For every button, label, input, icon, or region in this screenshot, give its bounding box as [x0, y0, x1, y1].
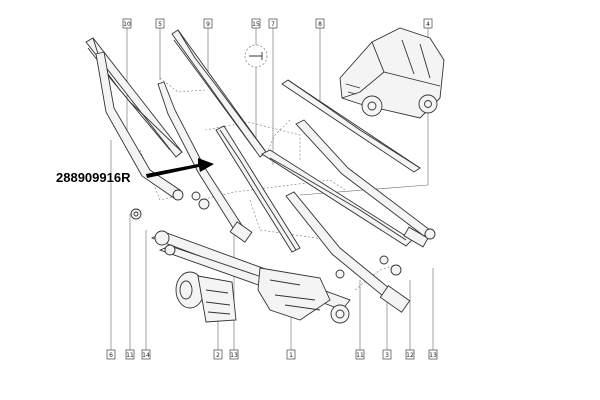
callout-box: 3: [382, 349, 392, 360]
callout-box: 11: [355, 349, 365, 360]
callout-label: 14: [142, 352, 150, 359]
callout-box: 9: [203, 18, 213, 29]
callout-box: 7: [268, 18, 278, 29]
callout-box: 4: [423, 18, 433, 29]
callout-box: 11: [125, 349, 135, 360]
callout-box: 15: [251, 18, 261, 29]
callout-label: 6: [109, 352, 113, 359]
callout-label: 13: [230, 352, 238, 359]
bottom-callouts: 6 11 14 2 13 1 11 3 12 13: [106, 349, 438, 360]
callout-label: 11: [356, 352, 364, 359]
left-wiper-arm: [95, 51, 184, 201]
callout-box: 14: [141, 349, 151, 360]
centre-wiper-blade: [171, 29, 267, 158]
callout-label: 8: [318, 21, 322, 28]
callout-label: 15: [252, 21, 260, 28]
callout-label: 10: [123, 21, 131, 28]
lower-right-arm: [285, 191, 411, 313]
callout-label: 7: [271, 21, 275, 28]
hardware-parts: [130, 191, 402, 279]
callout-label: 4: [426, 21, 430, 28]
callout-label: 5: [158, 21, 162, 28]
top-callouts: 10 5 9 15 7 8 4: [122, 18, 433, 29]
callout-box: 2: [213, 349, 223, 360]
callout-label: 9: [206, 21, 210, 28]
callout-label: 11: [126, 352, 134, 359]
callout-box: 1: [286, 349, 296, 360]
part-number-label: 288909916R: [56, 170, 131, 185]
long-wiper-blade: [281, 79, 421, 173]
highlighted-blade: [215, 125, 301, 253]
clip-part: [244, 44, 268, 68]
part-number-arrow: [146, 158, 214, 178]
van-illustration: [339, 27, 445, 119]
callout-box: 13: [428, 349, 438, 360]
callout-label: 13: [429, 352, 437, 359]
callout-label: 3: [385, 352, 389, 359]
callout-label: 1: [289, 352, 293, 359]
right-wiper-arm: [295, 119, 436, 240]
callout-box: 13: [229, 349, 239, 360]
callout-box: 10: [122, 18, 132, 29]
callout-box: 8: [315, 18, 325, 29]
callout-box: 12: [405, 349, 415, 360]
passenger-wiper-blade: [261, 149, 429, 248]
centre-wiper-arm: [157, 81, 253, 243]
wiper-linkage-assembly: [150, 230, 351, 324]
callout-label: 2: [216, 352, 220, 359]
callout-label: 12: [406, 352, 414, 359]
callout-box: 5: [155, 18, 165, 29]
callout-box: 6: [106, 349, 116, 360]
